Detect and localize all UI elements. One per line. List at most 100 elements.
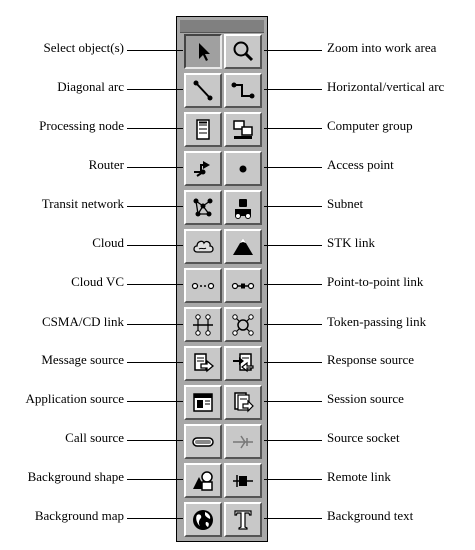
transit-network-button[interactable] [184,190,222,225]
csma-cd-link-button[interactable] [184,307,222,342]
label-transit-network: Transit network [41,196,124,211]
label-diagonal-arc: Diagonal arc [57,79,124,94]
label-csma-cd-link: CSMA/CD link [42,314,124,329]
leader-line [127,479,183,480]
remote-link-button[interactable] [224,463,262,498]
background-shape-button[interactable] [184,463,222,498]
message-source-icon [194,353,215,373]
leader-line [127,362,183,363]
horizontal-vertical-arc-button[interactable] [224,73,262,108]
leader-line [127,206,183,207]
cloud-icon [193,240,214,253]
leader-line [264,401,322,402]
label-stk-link: STK link [327,235,376,250]
label-background-text: Background text [327,508,414,523]
label-zoom-into-work-area: Zoom into work area [327,40,437,55]
palette-title-bar[interactable] [180,20,264,33]
subnet-icon [235,199,251,219]
leader-line [127,89,183,90]
leader-line [127,245,183,246]
response-source-button[interactable] [224,346,262,381]
leader-line [127,50,183,51]
label-horizontal-vertical-arc: Horizontal/vertical arc [327,79,445,94]
router-button[interactable] [184,151,222,186]
globe-icon [193,510,213,530]
leader-line [264,128,322,129]
call-source-icon [192,437,214,447]
label-subnet: Subnet [327,196,364,211]
leader-line [264,167,322,168]
leader-line [264,245,322,246]
response-source-icon [233,353,254,373]
label-cloud-vc: Cloud VC [71,274,124,289]
cloud-vc-icon [191,282,215,290]
leader-line [264,479,322,480]
label-session-source: Session source [327,391,404,406]
leader-line [127,284,183,285]
label-remote-link: Remote link [327,469,391,484]
point-to-point-link-icon [231,282,255,290]
application-source-button[interactable] [184,385,222,420]
message-source-button[interactable] [184,346,222,381]
select-objects-button[interactable] [184,34,222,69]
computer-group-icon [233,120,253,139]
label-application-source: Application source [25,391,124,406]
token-passing-link-button[interactable] [224,307,262,342]
label-select-objects: Select object(s) [43,40,125,55]
leader-line [264,206,322,207]
arrow-cursor-icon [199,43,210,61]
label-cloud: Cloud [92,235,124,250]
leader-line [127,518,183,519]
label-point-to-point-link: Point-to-point link [327,274,424,289]
access-point-button[interactable] [224,151,262,186]
label-computer-group: Computer group [327,118,413,133]
background-shape-icon [193,471,213,491]
cloud-vc-button[interactable] [184,268,222,303]
access-point-icon [239,165,247,173]
label-background-shape: Background shape [27,469,124,484]
point-to-point-link-button[interactable] [224,268,262,303]
leader-line [264,362,322,363]
leader-line [127,401,183,402]
leader-line [127,440,183,441]
leader-line [127,167,183,168]
source-socket-button[interactable] [224,424,262,459]
remote-link-icon [233,475,253,487]
source-socket-icon [233,435,253,449]
token-passing-link-icon [232,314,254,336]
leader-line [264,324,322,325]
stk-link-button[interactable] [224,229,262,264]
zoom-into-work-area-button[interactable] [224,34,262,69]
text-t-icon [234,510,252,530]
label-access-point: Access point [327,157,394,172]
application-source-icon [193,393,213,412]
label-source-socket: Source socket [327,430,400,445]
background-map-button[interactable] [184,502,222,537]
cloud-button[interactable] [184,229,222,264]
leader-line [264,89,322,90]
label-response-source: Response source [327,352,415,367]
leader-line [264,440,322,441]
session-source-button[interactable] [224,385,262,420]
router-icon [194,161,210,177]
horizontal-vertical-arc-icon [231,82,255,99]
label-router: Router [88,157,124,172]
leader-line [264,284,322,285]
background-text-button[interactable] [224,502,262,537]
processing-node-button[interactable] [184,112,222,147]
subnet-button[interactable] [224,190,262,225]
label-call-source: Call source [65,430,124,445]
stk-link-icon [233,238,253,255]
leader-line [127,128,183,129]
diagonal-arc-icon [193,80,213,101]
label-token-passing-link: Token-passing link [327,314,427,329]
call-source-button[interactable] [184,424,222,459]
leader-line [127,324,183,325]
label-background-map: Background map [34,508,124,523]
computer-group-button[interactable] [224,112,262,147]
session-source-icon [234,392,254,413]
diagonal-arc-button[interactable] [184,73,222,108]
magnifier-icon [233,41,254,62]
processing-node-icon [196,119,210,140]
